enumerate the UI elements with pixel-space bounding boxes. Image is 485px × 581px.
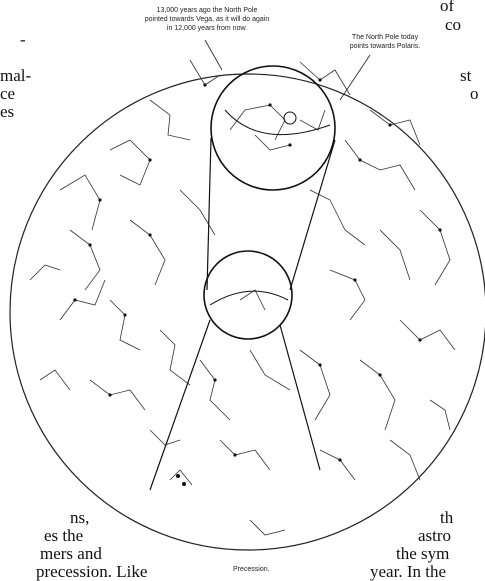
annotation-line: 13,000 years ago the North Pole [122,6,292,15]
constellation-line [380,230,410,280]
star [176,474,180,478]
axis-line-right [280,325,320,470]
annotation-line: pointed towards Vega, as it will do agai… [122,15,292,24]
cone-line-left [207,138,211,290]
constellation-line [250,520,285,535]
constellation-line [310,190,365,245]
constellation-line [40,370,70,390]
polaris-leader-line [340,55,370,100]
constellation-line [300,350,330,420]
star [233,453,236,456]
constellation-line [220,440,270,470]
constellation-line [240,290,265,310]
constellation-line [255,135,290,150]
constellation-line [250,350,290,390]
constellation-line [110,300,140,350]
constellation-line [150,100,190,140]
star [438,228,441,231]
star [358,158,361,161]
star [182,482,186,486]
star [338,458,341,461]
earth-equator [210,291,288,305]
sky-circle [10,74,485,550]
star [353,278,356,281]
vega-annotation: 13,000 years ago the North Pole pointed … [122,6,292,33]
constellation-line [160,330,190,385]
constellation-line [345,140,415,190]
constellation-line [190,60,220,85]
axis-line-left [150,320,210,490]
star [288,143,291,146]
star [388,123,391,126]
constellation-line [70,230,100,290]
star [203,83,206,86]
constellation-line [170,470,192,485]
constellation-line [420,210,450,285]
polaris-annotation: The North Pole today points towards Pola… [330,33,440,51]
annotation-line: points towards Polaris. [330,42,440,51]
constellation-line [330,270,365,320]
star [418,338,421,341]
star [148,233,151,236]
star [268,103,271,106]
constellation-line [320,450,355,480]
upper-precession-circle [211,66,335,190]
precession-path [225,110,330,135]
star [73,298,76,301]
annotation-line: in 12,000 years from now. [122,24,292,33]
constellation-line [60,175,100,230]
star [148,158,151,161]
figure-caption: Precession. [233,566,270,573]
constellation-line [60,280,105,320]
constellation-line [400,320,455,350]
constellation-line [300,62,350,95]
cone-line-right [290,140,335,290]
constellation-line [150,430,180,445]
constellation-line [360,360,395,430]
star [88,243,91,246]
constellation-line [200,360,230,420]
constellation-line [130,220,165,285]
pole-marker [284,112,296,124]
constellation-line [430,400,450,430]
star [213,378,216,381]
constellation-line [30,265,60,280]
star [378,373,381,376]
annotation-line: The North Pole today [330,33,440,42]
star [123,313,126,316]
star [318,78,321,81]
constellation-line [110,140,150,185]
constellation-line [90,380,145,410]
constellation-line [300,110,325,130]
constellation-line [390,440,420,480]
star [98,198,101,201]
vega-leader-line [205,40,222,70]
star [108,393,111,396]
star [318,363,321,366]
